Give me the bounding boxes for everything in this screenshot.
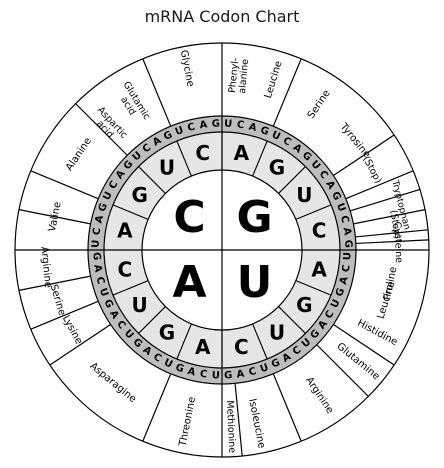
amino-acid-label: Cysteine bbox=[391, 221, 404, 263]
third-base-letter: U bbox=[97, 287, 110, 298]
divider-line bbox=[349, 188, 421, 212]
divider-line bbox=[272, 58, 302, 127]
divider-line bbox=[278, 306, 306, 334]
third-base-letter: U bbox=[224, 118, 233, 129]
third-base-letter: U bbox=[342, 252, 353, 261]
divider-line bbox=[355, 229, 429, 238]
third-base-letter: G bbox=[342, 239, 353, 248]
first-base-letter: U bbox=[237, 257, 273, 308]
second-base-letter: C bbox=[195, 141, 210, 165]
third-base-letter: G bbox=[224, 370, 233, 381]
first-base-letter: A bbox=[172, 257, 206, 308]
second-base-letter: G bbox=[296, 293, 312, 317]
third-base-letter: C bbox=[323, 309, 336, 321]
third-base-letter: C bbox=[341, 264, 353, 273]
second-base-letter: A bbox=[117, 219, 133, 243]
first-base-letter: C bbox=[173, 192, 205, 243]
divider-line bbox=[333, 323, 395, 366]
third-base-letter: G bbox=[97, 202, 110, 213]
divider-line bbox=[234, 383, 243, 457]
third-base-letter: G bbox=[174, 362, 185, 375]
third-base-letter: G bbox=[90, 252, 101, 261]
second-base-letter: U bbox=[296, 183, 312, 207]
divider-line bbox=[272, 373, 302, 442]
divider-line bbox=[18, 275, 91, 291]
divider-line bbox=[138, 306, 166, 334]
divider-line bbox=[18, 209, 91, 225]
amino-acid-label: Phenyl- bbox=[227, 57, 241, 93]
divider-line bbox=[138, 166, 166, 194]
second-base-letter: U bbox=[159, 156, 175, 180]
amino-acid-label: alanine bbox=[237, 58, 251, 94]
third-base-letter: C bbox=[248, 366, 258, 378]
second-base-letter: U bbox=[269, 320, 285, 344]
second-base-letter: G bbox=[159, 320, 175, 344]
amino-acid-label: Arginine bbox=[38, 246, 53, 288]
divider-line bbox=[345, 170, 414, 200]
third-base-letter: G bbox=[211, 118, 220, 129]
divider-line bbox=[112, 204, 149, 220]
third-base-letter: A bbox=[199, 119, 209, 131]
third-base-letter: G bbox=[334, 287, 347, 298]
third-base-letter: C bbox=[107, 179, 120, 191]
amino-acid-label: (Stop) bbox=[388, 209, 403, 239]
divider-line bbox=[30, 170, 99, 200]
divider-line bbox=[176, 140, 192, 177]
divider-line bbox=[49, 323, 111, 366]
second-base-letter: C bbox=[118, 257, 133, 281]
divider-line bbox=[353, 209, 426, 225]
second-base-letter: G bbox=[269, 156, 285, 180]
third-base-letter: A bbox=[341, 227, 353, 237]
divider-line bbox=[75, 103, 128, 156]
first-base-letter: G bbox=[236, 192, 272, 243]
third-base-letter: A bbox=[338, 275, 351, 285]
third-base-letter: C bbox=[281, 135, 293, 148]
third-base-letter: C bbox=[338, 214, 350, 224]
third-base-letter: A bbox=[186, 366, 196, 379]
second-base-letter: C bbox=[234, 335, 249, 359]
third-base-letter: C bbox=[186, 122, 196, 134]
third-base-letter: U bbox=[259, 362, 270, 375]
divider-line bbox=[142, 58, 172, 127]
divider-line bbox=[333, 134, 395, 177]
third-base-letter: U bbox=[334, 202, 347, 213]
second-base-letter: A bbox=[195, 335, 211, 359]
divider-line bbox=[252, 323, 268, 360]
divider-line bbox=[30, 300, 99, 330]
divider-line bbox=[278, 166, 306, 194]
second-base-letter: A bbox=[234, 141, 250, 165]
chart-title: mRNA Codon Chart bbox=[144, 7, 300, 26]
third-base-letter: U bbox=[90, 239, 101, 248]
third-base-letter: A bbox=[248, 122, 258, 135]
third-base-letter: C bbox=[236, 119, 245, 131]
third-base-letter: A bbox=[94, 214, 107, 224]
divider-line bbox=[295, 204, 332, 220]
third-base-letter: A bbox=[236, 369, 246, 381]
divider-line bbox=[295, 280, 332, 296]
divider-line bbox=[355, 239, 429, 245]
third-base-letter: C bbox=[91, 227, 103, 236]
third-base-letter: G bbox=[259, 125, 270, 138]
second-base-letter: C bbox=[312, 219, 327, 243]
second-base-letter: A bbox=[311, 257, 327, 281]
third-base-letter: C bbox=[151, 351, 163, 364]
second-base-letter: U bbox=[132, 293, 148, 317]
divider-line bbox=[112, 280, 149, 296]
third-base-letter: A bbox=[91, 264, 103, 274]
second-base-letter: G bbox=[131, 183, 147, 207]
divider-line bbox=[176, 323, 192, 360]
third-base-letter: U bbox=[174, 125, 185, 138]
third-base-letter: U bbox=[211, 370, 220, 381]
divider-line bbox=[316, 344, 369, 397]
amino-acid-label: Methionine bbox=[224, 400, 238, 453]
divider-line bbox=[252, 140, 268, 177]
third-base-letter: C bbox=[94, 276, 106, 286]
divider-line bbox=[142, 373, 172, 442]
third-base-letter: C bbox=[199, 369, 208, 381]
